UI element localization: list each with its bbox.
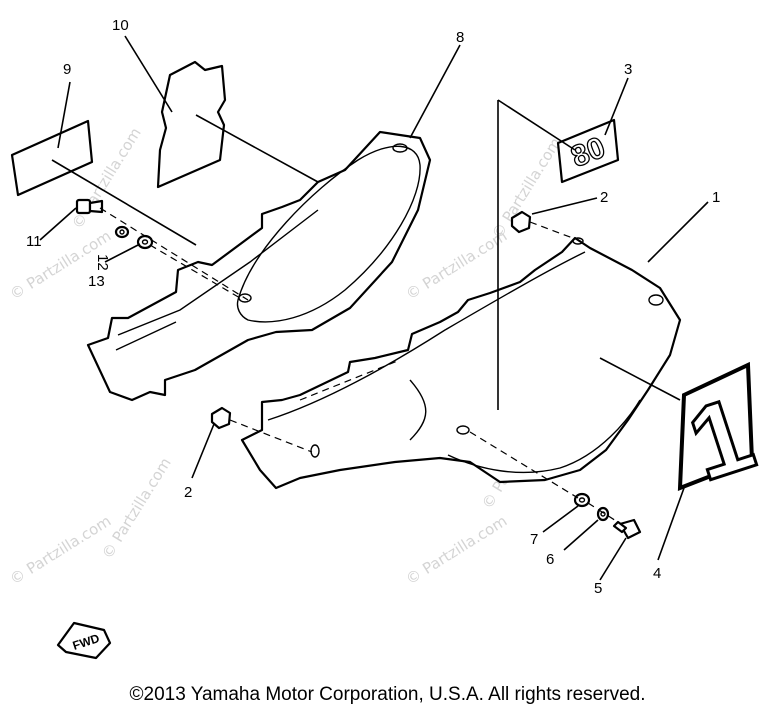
callout-6: 6 [546, 551, 554, 568]
callout-leaders [39, 35, 709, 581]
callout-5: 5 [594, 580, 602, 597]
callout-10: 10 [112, 17, 129, 34]
right-side-cover [240, 236, 682, 490]
left-side-cover [86, 130, 432, 402]
callout-12: 12 [94, 254, 111, 271]
emblem-80: 80 [556, 118, 620, 184]
washer-7 [573, 492, 591, 508]
callout-1: 1 [712, 189, 720, 206]
callout-2-lower: 2 [184, 484, 192, 501]
damper-pad [156, 60, 227, 189]
callout-13: 13 [88, 273, 105, 290]
callout-9: 9 [63, 61, 71, 78]
washer-13 [136, 234, 154, 250]
emblem-1: 1 [674, 361, 768, 505]
label-plate [10, 119, 94, 197]
callout-11: 11 [26, 233, 42, 250]
grommet-2-lower [210, 406, 232, 430]
washer-12 [114, 225, 130, 239]
copyright-footer: ©2013 Yamaha Motor Corporation, U.S.A. A… [129, 684, 646, 705]
bolt-5 [612, 518, 642, 540]
callout-3: 3 [624, 61, 632, 78]
callout-7: 7 [530, 531, 538, 548]
fwd-arrow: FWD [56, 621, 112, 660]
watermark-4: © Partzilla.com [403, 512, 511, 589]
grommet-2-upper [510, 210, 532, 234]
callout-4: 4 [653, 565, 661, 582]
watermark-7: © Partzilla.com [98, 454, 175, 562]
callout-8: 8 [456, 29, 464, 46]
assembly-lines [51, 99, 681, 527]
watermark-3: © Partzilla.com [7, 512, 115, 589]
callout-numbers: 1 2 2 3 4 5 6 7 8 9 10 11 12 13 [26, 17, 720, 597]
callout-2-upper: 2 [600, 189, 608, 206]
bolt-11 [75, 198, 104, 215]
